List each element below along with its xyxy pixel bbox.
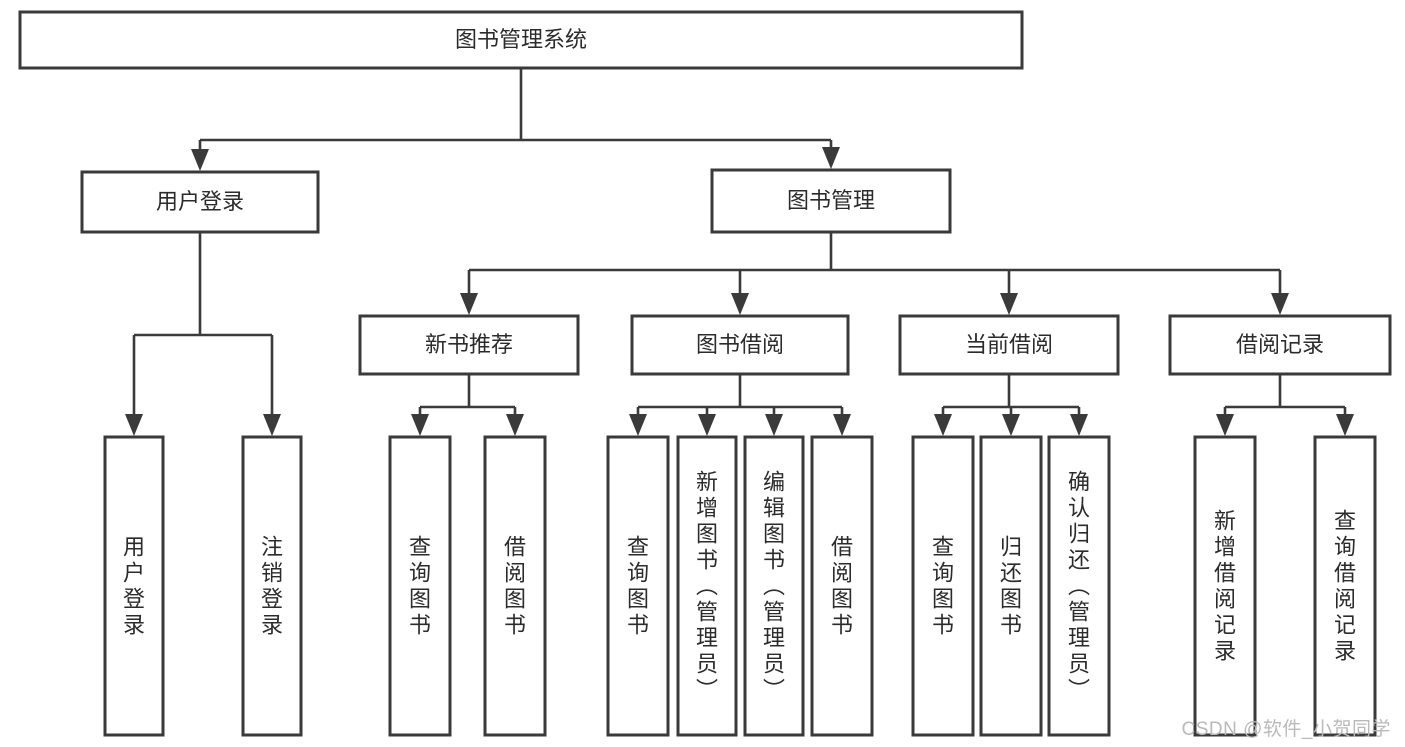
node-box[interactable] [358,314,580,376]
node-box[interactable] [743,435,805,737]
node-label: 归还图书 [1000,534,1022,637]
arrow-head-icon [765,414,783,436]
arrow-head-icon [263,414,281,436]
node-box[interactable] [103,435,165,737]
node-label: 图书管理系统 [455,27,587,52]
arrow-head-icon [629,414,647,436]
node-label: 查询图书 [409,534,431,637]
node-label: 查询图书 [932,534,954,637]
arrow-head-icon [822,147,840,169]
node-label: 借阅图书 [831,534,853,637]
node-box[interactable] [606,435,670,737]
arrow-head-icon [125,414,143,436]
arrow-head-icon [1336,414,1354,436]
node-label: 借阅记录 [1236,332,1324,357]
node-leaf-8[interactable]: 查询图书 [911,435,975,737]
node-label: 新增借阅记录 [1214,508,1236,663]
arrow-head-icon [1216,414,1234,436]
node-label: 确认归还︵管理员︶ [1068,469,1090,702]
node-box[interactable] [1313,435,1377,737]
node-label: 查询图书 [627,534,649,637]
node-leaf-4[interactable]: 查询图书 [606,435,670,737]
arrow-head-icon [833,414,851,436]
arrow-head-icon [191,149,209,171]
node-box[interactable] [483,435,547,737]
node-label: 当前借阅 [965,332,1053,357]
watermark-text: CSDN @软件_小贺同学 [1181,719,1391,740]
node-layer: 图书管理系统用户登录图书管理新书推荐图书借阅当前借阅借阅记录用户登录注销登录查询… [18,10,1392,737]
node-label: 新增图书︵管理员︶ [696,469,718,702]
node-box[interactable] [898,314,1120,376]
node-l3-3[interactable]: 借阅记录 [1168,314,1392,376]
node-box[interactable] [979,435,1043,737]
arrow-head-icon [411,414,429,436]
arrow-head-icon [934,414,952,436]
node-label: 注销登录 [261,534,283,637]
node-leaf-5[interactable]: 新增图书︵管理员︶ [676,435,738,737]
node-label: 查询借阅记录 [1334,508,1356,663]
arrow-head-icon [1000,293,1018,315]
arrow-head-icon [1070,414,1088,436]
node-label: 用户登录 [156,189,244,214]
node-leaf-2[interactable]: 查询图书 [388,435,452,737]
arrow-head-icon [1271,293,1289,315]
node-l3-0[interactable]: 新书推荐 [358,314,580,376]
arrow-head-icon [698,414,716,436]
node-box[interactable] [241,435,303,737]
node-label: 图书管理 [787,188,875,213]
node-box[interactable] [810,435,874,737]
node-l2-1[interactable]: 图书管理 [710,168,952,234]
node-label: 借阅图书 [504,534,526,637]
arrow-head-icon [506,414,524,436]
node-leaf-9[interactable]: 归还图书 [979,435,1043,737]
node-box[interactable] [80,170,320,234]
node-leaf-1[interactable]: 注销登录 [241,435,303,737]
node-l3-1[interactable]: 图书借阅 [630,314,850,376]
arrow-head-icon [731,293,749,315]
node-box[interactable] [1168,314,1392,376]
node-box[interactable] [1193,435,1257,737]
node-leaf-3[interactable]: 借阅图书 [483,435,547,737]
node-box[interactable] [710,168,952,234]
node-label: 新书推荐 [425,332,513,357]
node-root-0[interactable]: 图书管理系统 [18,10,1024,70]
arrow-head-icon [1002,414,1020,436]
node-box[interactable] [630,314,850,376]
node-leaf-6[interactable]: 编辑图书︵管理员︶ [743,435,805,737]
node-box[interactable] [18,10,1024,70]
arrow-head-icon [460,293,478,315]
node-leaf-7[interactable]: 借阅图书 [810,435,874,737]
node-leaf-12[interactable]: 查询借阅记录 [1313,435,1377,737]
node-box[interactable] [1047,435,1111,737]
connector-layer [125,68,1354,436]
node-box[interactable] [676,435,738,737]
node-leaf-0[interactable]: 用户登录 [103,435,165,737]
node-label: 用户登录 [123,534,145,637]
node-leaf-10[interactable]: 确认归还︵管理员︶ [1047,435,1111,737]
node-box[interactable] [388,435,452,737]
node-leaf-11[interactable]: 新增借阅记录 [1193,435,1257,737]
node-l3-2[interactable]: 当前借阅 [898,314,1120,376]
node-label: 编辑图书︵管理员︶ [763,469,785,702]
node-box[interactable] [911,435,975,737]
node-l2-0[interactable]: 用户登录 [80,170,320,234]
node-label: 图书借阅 [696,332,784,357]
